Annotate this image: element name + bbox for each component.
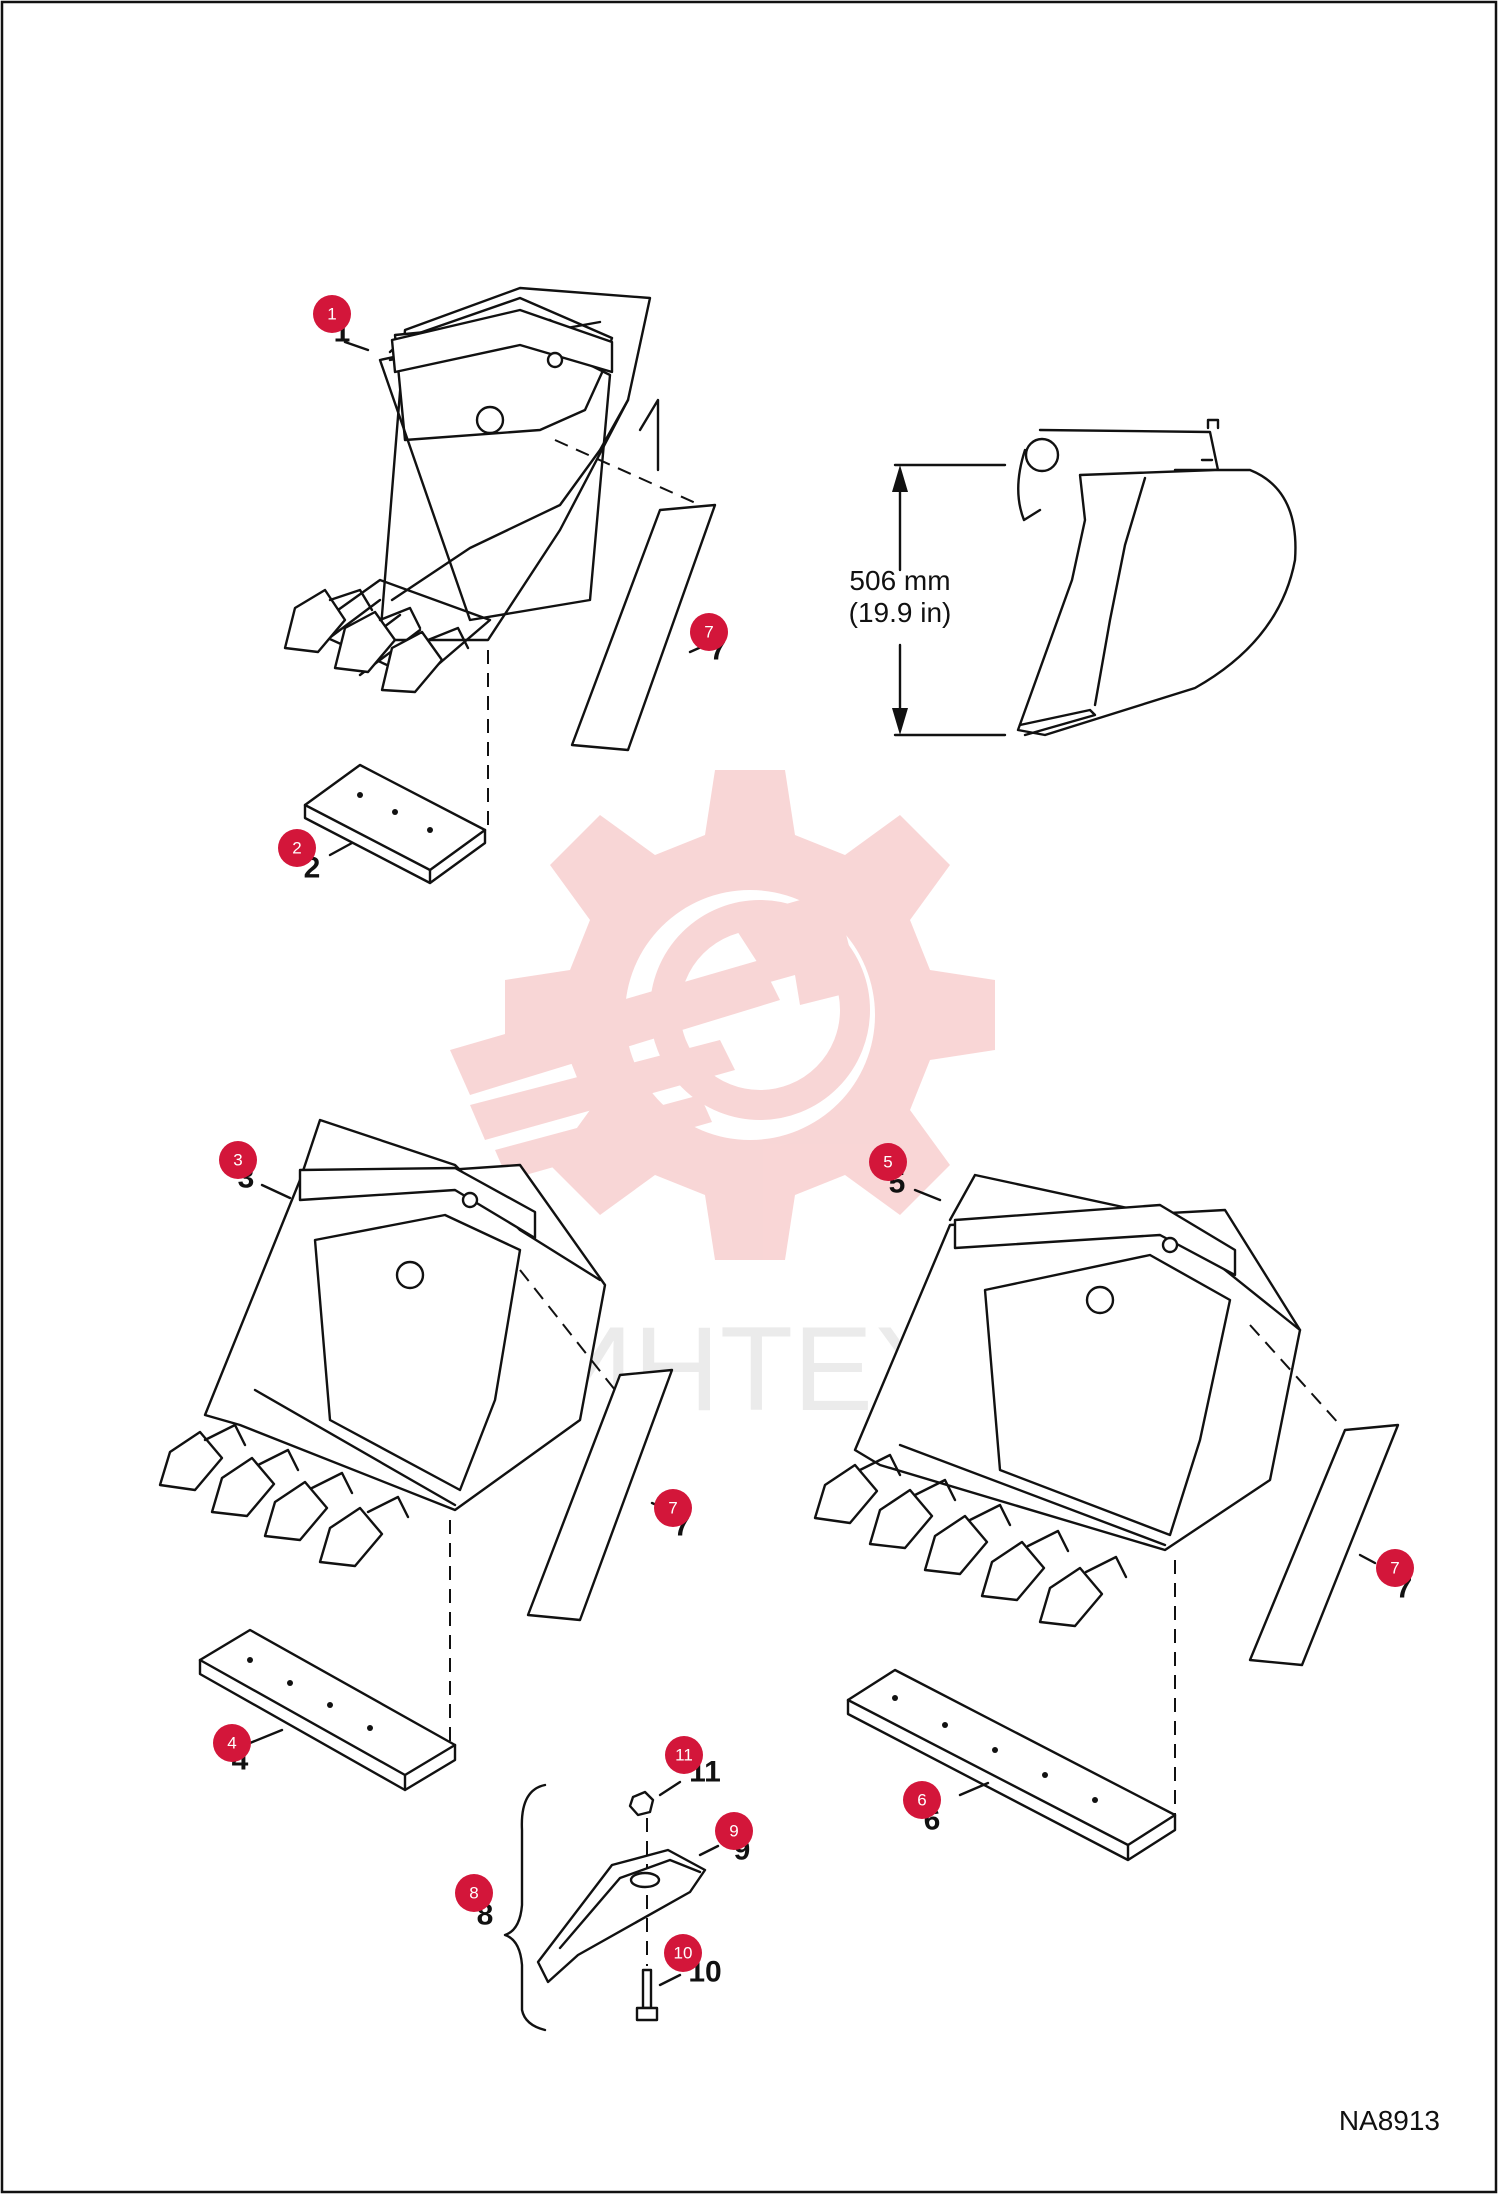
callout-8[interactable]: 8: [455, 1874, 493, 1912]
callout-1[interactable]: 1: [313, 295, 351, 333]
callout-label: 3: [233, 1151, 242, 1170]
dimension-metric: 506 mm: [849, 565, 950, 596]
bucket-large: [813, 1173, 1400, 1667]
callout-label: 7: [668, 1499, 677, 1518]
callout-7a[interactable]: 7: [690, 613, 728, 651]
callout-5[interactable]: 5: [869, 1143, 907, 1181]
callout-11[interactable]: 11: [665, 1736, 703, 1774]
callout-3[interactable]: 3: [219, 1141, 257, 1179]
callout-label: 7: [704, 623, 713, 642]
callout-label: 7: [1390, 1559, 1399, 1578]
callout-7b[interactable]: 7: [654, 1489, 692, 1527]
callout-6[interactable]: 6: [903, 1781, 941, 1819]
callout-label: 6: [917, 1791, 926, 1810]
edge-plate-2: [303, 763, 487, 885]
bucket-medium: [158, 1118, 674, 1622]
callout-label: 2: [292, 839, 301, 858]
callout-9[interactable]: 9: [715, 1812, 753, 1850]
dimension-marker: 506 mm (19.9 in): [849, 463, 1007, 737]
callout-label: 1: [327, 305, 336, 324]
callout-label: 8: [469, 1884, 478, 1903]
callout-label: 9: [729, 1822, 738, 1841]
callout-2[interactable]: 2: [278, 829, 316, 867]
dimension-imperial: (19.9 in): [849, 597, 952, 628]
callout-4[interactable]: 4: [213, 1724, 251, 1762]
callout-label: 5: [883, 1153, 892, 1172]
callout-label: 11: [675, 1746, 693, 1765]
callout-10[interactable]: 10: [664, 1934, 702, 1972]
edge-plate-6: [846, 1668, 1177, 1862]
figure-code: NA8913: [1339, 2105, 1440, 2136]
callout-7c[interactable]: 7: [1376, 1549, 1414, 1587]
bucket-small: [283, 286, 717, 752]
edge-plate-4: [198, 1628, 457, 1792]
callout-label: 10: [674, 1944, 693, 1963]
watermark-wrench-icon: [450, 960, 780, 1095]
bucket-side-profile: [1016, 418, 1297, 737]
callout-label: 4: [227, 1734, 236, 1753]
tooth-assembly: [503, 1783, 707, 2032]
